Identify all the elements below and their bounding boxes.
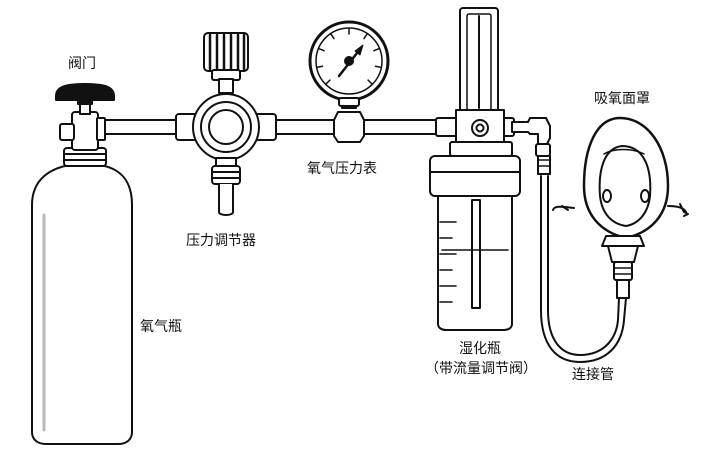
gauge-tick [316,65,324,68]
pressure-regulator [175,32,277,216]
elbow-connector [511,117,551,175]
valve-handwheel [55,83,115,105]
gauge-tick [318,48,325,52]
label-pressure-gauge: 氧气压力表 [307,161,377,177]
oxygen-mask [552,116,689,299]
gauge-tick [363,33,368,40]
gauge-tick [330,33,335,40]
label-humidifier-sub: （带流量调节阀） [425,361,537,377]
gauge-tick [325,79,331,85]
connecting-tube [540,175,627,363]
label-pressure-regulator: 压力调节器 [186,233,256,249]
gauge-tick [374,65,382,68]
humidifier-bottle [429,7,521,331]
gauge-tick [367,79,373,85]
label-oxygen-mask: 吸氧面罩 [594,91,650,107]
label-oxygen-cylinder: 氧气瓶 [140,319,182,335]
gauge-ticks [316,28,382,85]
oxygen-pressure-gauge [308,20,390,143]
oxygen-cylinder [31,99,133,445]
label-humidifier: 湿化瓶 [459,341,501,357]
label-connecting-tube: 连接管 [572,367,614,383]
label-valve: 阀门 [68,56,96,72]
gauge-tick [373,48,380,52]
